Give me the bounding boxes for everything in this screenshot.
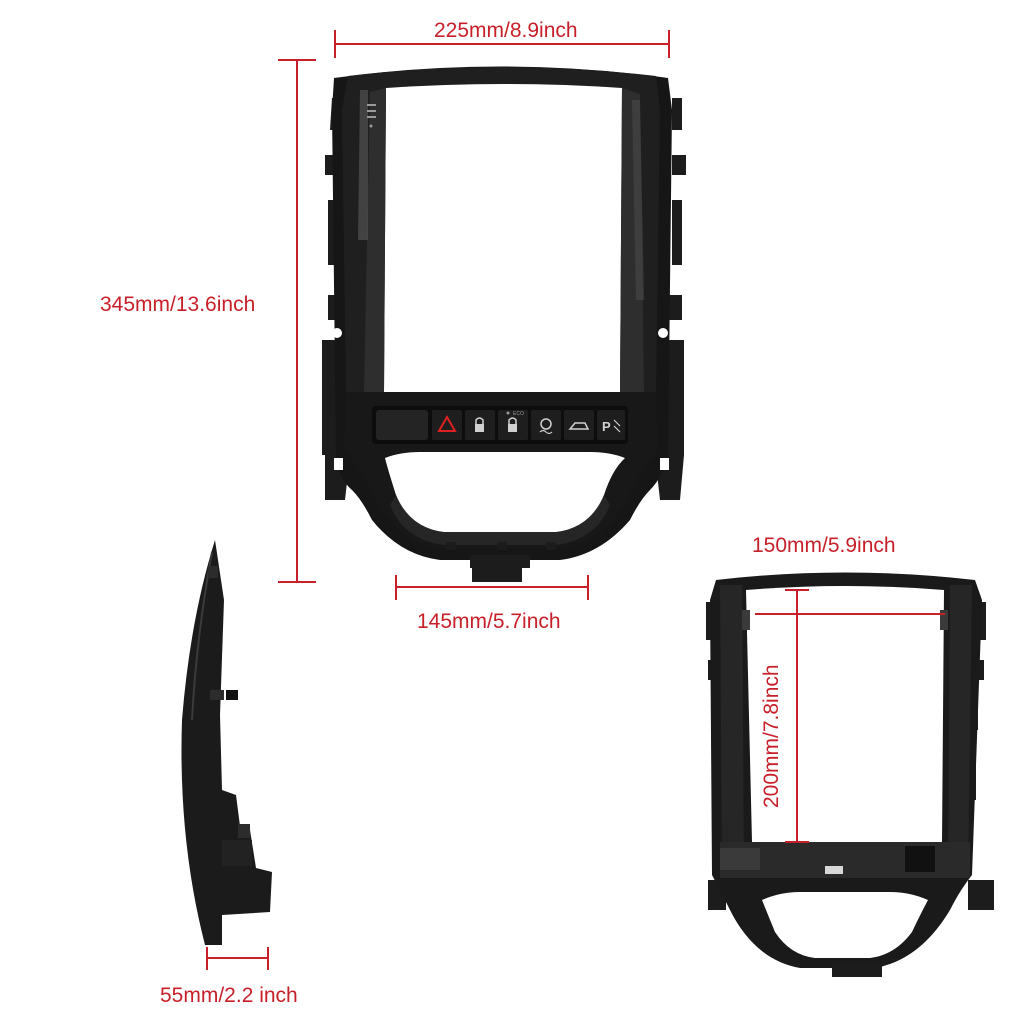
eco-label: ECO [513, 411, 524, 417]
lock-icon [498, 410, 528, 440]
traction-icon [531, 410, 561, 440]
button-strip: P ECO [432, 410, 625, 440]
dimension-lines [206, 30, 945, 970]
front-frame-photo [322, 66, 686, 582]
side-profile-photo [181, 540, 272, 945]
dimension-label-top-width: 225mm/8.9inch [434, 19, 578, 42]
lock-icon [465, 410, 495, 440]
svg-text:P: P [602, 419, 611, 434]
dimension-label-bottom-width: 145mm/5.7inch [417, 610, 561, 633]
dim-line-depth [206, 947, 269, 970]
dimension-label-height: 345mm/13.6inch [100, 293, 256, 316]
trunk-icon [564, 410, 594, 440]
dimension-label-screen-height: 200mm/7.8inch [760, 664, 783, 808]
back-frame-photo [706, 572, 994, 977]
hazard-icon [432, 410, 462, 440]
parking-icon: P [597, 410, 625, 440]
dimension-label-depth: 55mm/2.2 inch [160, 984, 298, 1007]
dim-line-top-width [334, 30, 670, 58]
dim-line-height [278, 59, 316, 583]
dim-line-screen-height [785, 589, 809, 843]
dim-line-bottom-width [395, 575, 589, 600]
dimension-label-back-width: 150mm/5.9inch [752, 534, 896, 557]
